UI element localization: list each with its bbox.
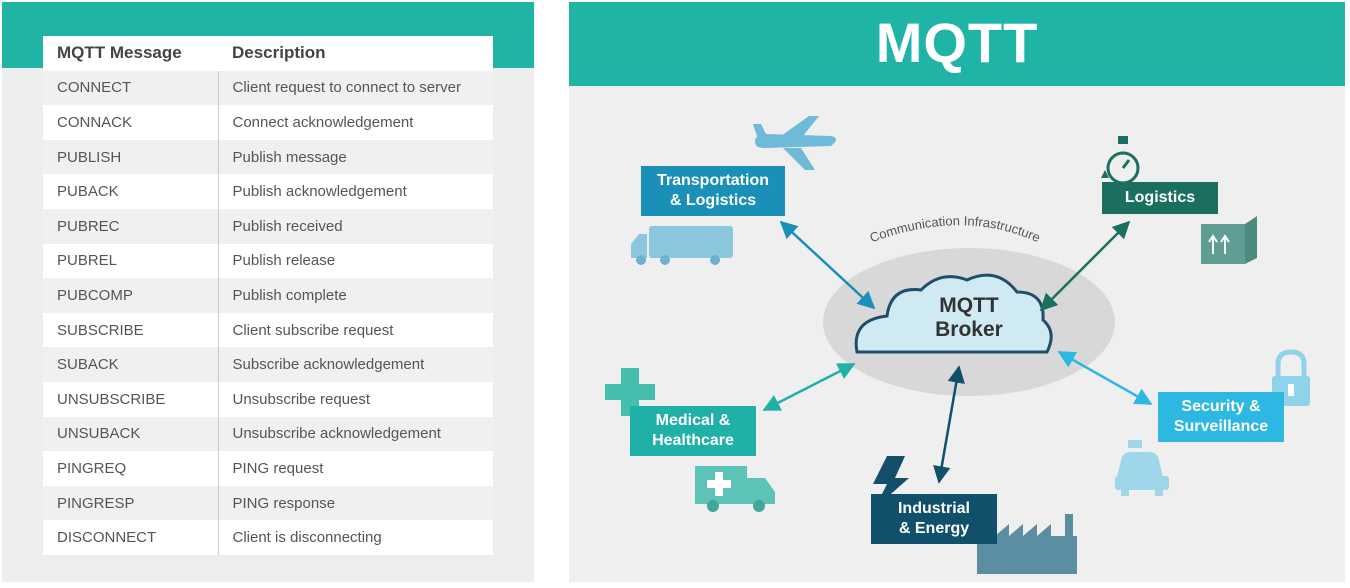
message-type-cell: PUBACK (43, 174, 219, 209)
factory-icon (977, 514, 1077, 574)
message-type-cell: UNSUBSCRIBE (43, 381, 219, 417)
medical-cross-icon (605, 368, 655, 416)
node-transport-line1: Transportation (656, 172, 769, 189)
message-type-cell: PUBREC (43, 208, 219, 244)
node-logistics: Logistics (1102, 182, 1218, 214)
message-description-cell: PING request (218, 451, 493, 486)
node-transportation-logistics: Transportation & Logistics (641, 166, 785, 216)
message-description-cell: Connect acknowledgement (218, 105, 493, 140)
message-description-cell: Publish received (218, 208, 493, 244)
node-security-line1: Security & (1181, 398, 1261, 415)
node-industrial-energy: Industrial & Energy (871, 494, 997, 544)
arrow-security (1057, 350, 1153, 406)
header-mqtt-message: MQTT Message (43, 36, 218, 71)
node-industrial-line2: & Energy (898, 520, 970, 537)
message-type-cell: CONNECT (43, 70, 219, 106)
broker-line2: Broker (935, 318, 1003, 341)
communication-infrastructure-label: Communication Infrastructure (868, 213, 1043, 245)
message-type-cell: PINGRESP (43, 485, 219, 521)
message-type-cell: DISCONNECT (43, 520, 219, 555)
node-medical-line1: Medical & (655, 412, 731, 429)
arrow-logistics (1039, 220, 1131, 312)
message-description-cell: Publish acknowledgement (218, 174, 493, 209)
arrow-transport (779, 220, 876, 310)
node-transport-line2: & Logistics (669, 192, 757, 209)
arrow-industrial (933, 365, 965, 484)
diagram-canvas: Communication Infrastructure (605, 116, 1310, 574)
node-medical-line2: Healthcare (652, 432, 734, 449)
message-type-cell: PUBCOMP (43, 278, 219, 313)
node-security-surveillance: Security & Surveillance (1158, 392, 1284, 442)
truck-icon (631, 226, 733, 265)
message-type-cell: PUBREL (43, 243, 219, 279)
diagram-title: MQTT (875, 11, 1039, 74)
node-logistics-line1: Logistics (1124, 189, 1196, 206)
stopwatch-icon (1101, 136, 1140, 185)
cloud-icon (854, 273, 1053, 354)
message-description-cell: Unsubscribe acknowledgement (218, 416, 493, 452)
table-header-row: MQTT Message Description (43, 36, 493, 71)
message-description-cell: Client subscribe request (218, 312, 493, 348)
node-medical-healthcare: Medical & Healthcare (630, 406, 756, 456)
airplane-icon (753, 116, 836, 170)
message-type-cell: SUBACK (43, 347, 219, 382)
package-icon (1201, 216, 1257, 264)
message-description-cell: Publish message (218, 139, 493, 175)
message-description-cell: Client is disconnecting (218, 520, 493, 555)
title-banner (569, 2, 1345, 86)
police-car-icon (1115, 440, 1169, 496)
node-security-line2: Surveillance (1173, 418, 1269, 435)
message-description-cell: Subscribe acknowledgement (218, 347, 493, 382)
arrow-medical (762, 362, 856, 412)
message-type-cell: CONNACK (43, 105, 219, 140)
message-description-cell: Client request to connect to server (218, 70, 493, 106)
message-description-cell: Publish release (218, 243, 493, 279)
message-description-cell: Unsubscribe request (218, 381, 493, 417)
message-type-cell: PINGREQ (43, 451, 219, 486)
message-type-cell: UNSUBACK (43, 416, 219, 452)
header-description: Description (218, 36, 493, 71)
mqtt-diagram-panel: MQTT Communication Infrastructure (569, 2, 1345, 582)
mqtt-broker-label: MQTT Broker (899, 294, 1039, 342)
node-industrial-line1: Industrial (897, 500, 970, 517)
broker-line1: MQTT (939, 294, 999, 317)
message-type-cell: SUBSCRIBE (43, 312, 219, 348)
message-type-cell: PUBLISH (43, 139, 219, 175)
message-description-cell: Publish complete (218, 278, 493, 313)
message-description-cell: PING response (218, 485, 493, 521)
ambulance-icon (695, 466, 775, 512)
